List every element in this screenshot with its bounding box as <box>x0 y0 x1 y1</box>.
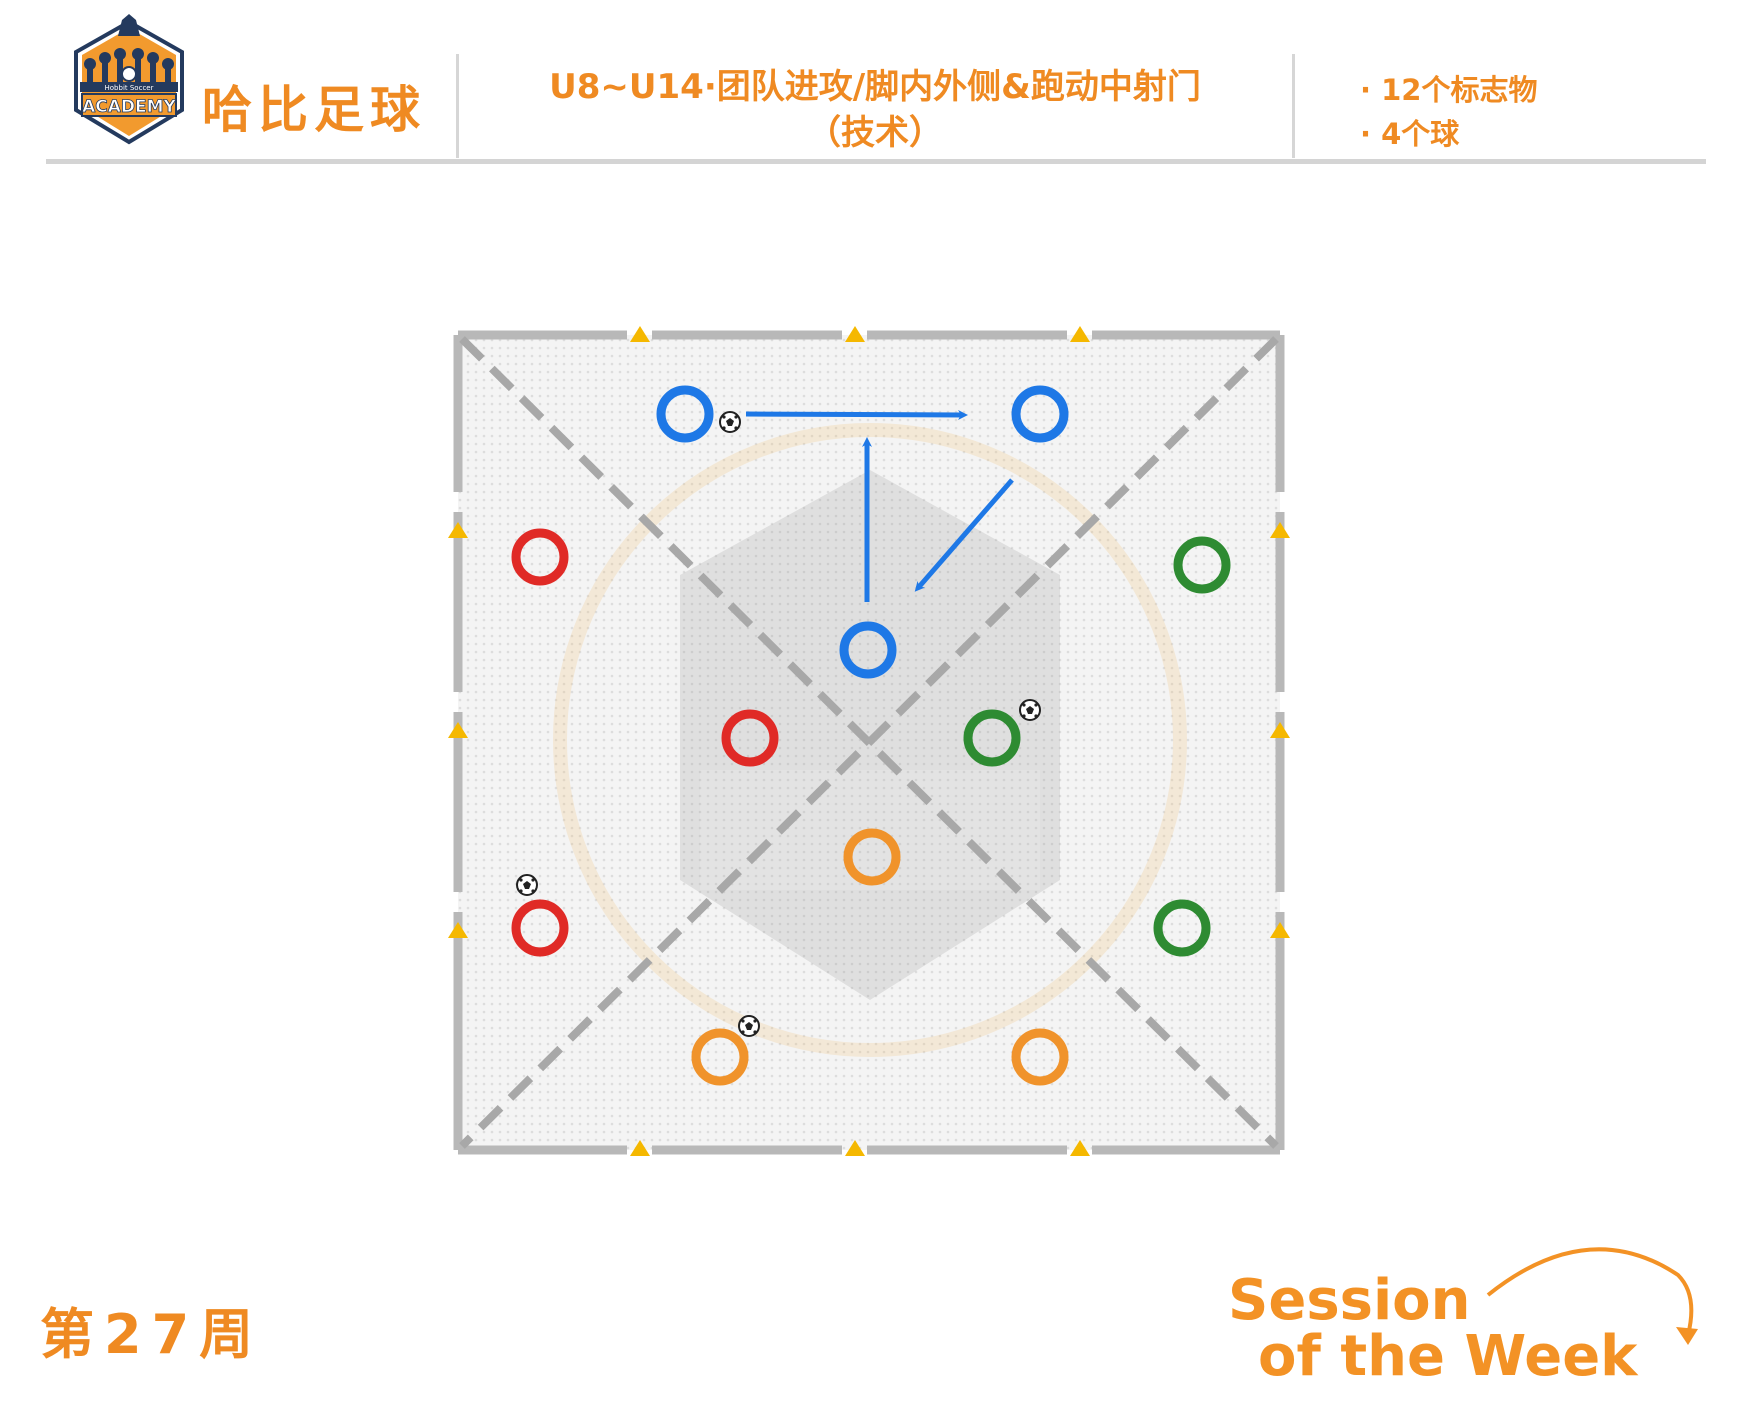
of-the-week-text: of the Week <box>1258 1324 1638 1389</box>
player-blue <box>1011 385 1069 443</box>
logo-subtitle: Hobbit Soccer <box>105 84 154 92</box>
divider <box>456 54 459 158</box>
pass-arrow <box>745 409 968 420</box>
drill-diagram <box>448 326 1290 1156</box>
equipment-item: · 12个标志物 <box>1360 73 1538 107</box>
week-label: 第27周 <box>40 1303 264 1366</box>
cone <box>448 522 468 538</box>
cone <box>448 722 468 738</box>
player-green <box>963 709 1021 767</box>
player-blue <box>656 385 714 443</box>
cone <box>1070 1140 1090 1156</box>
player-green <box>1153 899 1211 957</box>
logo-title: ACADEMY <box>82 97 176 117</box>
ball-icon <box>516 874 538 896</box>
header-rule <box>46 159 1706 164</box>
swoosh-arrow-icon <box>1486 1247 1698 1345</box>
player-red <box>511 899 569 957</box>
title-line1: U8~U14·团队进攻/脚内外侧&跑动中射门 <box>549 67 1201 107</box>
divider <box>1292 54 1295 158</box>
session-title: U8~U14·团队进攻/脚内外侧&跑动中射门 （技术） <box>470 64 1280 156</box>
cone <box>1270 722 1290 738</box>
player-red <box>721 709 779 767</box>
field-boundary <box>453 330 1285 1155</box>
player-blue <box>839 621 897 679</box>
cone <box>630 326 650 342</box>
player-orange <box>1011 1028 1069 1086</box>
cone <box>630 1140 650 1156</box>
player-red <box>511 528 569 586</box>
cones <box>448 326 1290 1156</box>
academy-logo: Hobbit Soccer ACADEMY <box>74 14 184 145</box>
movement-arrows <box>745 409 1014 602</box>
equipment-list: · 12个标志物 · 4个球 <box>1360 68 1537 156</box>
title-line2: （技术） <box>807 113 943 153</box>
session-of-the-week-logo: Session of the Week <box>1228 1235 1748 1395</box>
ball-icon <box>719 411 741 433</box>
equipment-item: · 4个球 <box>1360 117 1460 151</box>
player-green <box>1173 536 1231 594</box>
ball-icon <box>1019 699 1041 721</box>
ball-icon <box>738 1015 760 1037</box>
cone <box>845 326 865 342</box>
cone <box>1270 522 1290 538</box>
cone <box>1270 922 1290 938</box>
balls <box>516 411 1041 1037</box>
session-text: Session <box>1228 1268 1471 1333</box>
players <box>511 385 1231 1086</box>
pass-arrow <box>914 478 1014 592</box>
player-orange <box>691 1028 749 1086</box>
cone <box>1070 326 1090 342</box>
diagonal-lines <box>459 336 1279 1149</box>
header: Hobbit Soccer ACADEMY 哈比足球 U8~U14·团队进攻/脚… <box>0 0 1764 170</box>
player-orange <box>843 828 901 886</box>
cone <box>448 922 468 938</box>
cone <box>845 1140 865 1156</box>
brand-name: 哈比足球 <box>202 81 426 139</box>
